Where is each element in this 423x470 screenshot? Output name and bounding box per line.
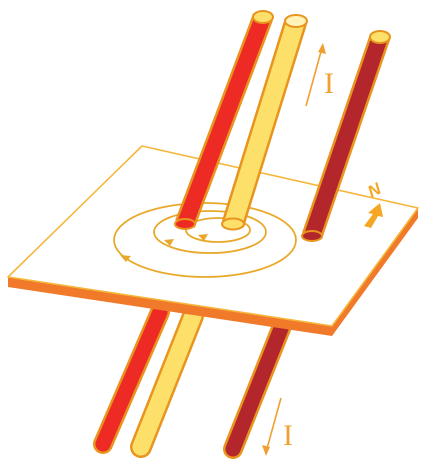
current-arrow-up-icon	[305, 47, 323, 107]
plate-side	[8, 277, 332, 336]
red-wire-top	[252, 10, 274, 24]
field-arrow-icon	[120, 255, 131, 262]
north-arrow-icon	[364, 203, 383, 228]
wires-below-plate	[93, 302, 292, 459]
wires-above-plate	[174, 10, 391, 242]
field-lines	[113, 202, 297, 278]
field-line-middle	[153, 210, 267, 254]
field-line-outer	[113, 202, 297, 278]
field-arrow-icon	[198, 234, 208, 241]
current-indicator-top: I	[305, 43, 334, 107]
current-label-bottom: I	[283, 419, 293, 452]
darkred-wire-top	[369, 30, 391, 44]
field-arrow-icon	[164, 239, 174, 246]
plate	[7, 145, 419, 336]
plate-top	[7, 145, 419, 327]
current-label-top: I	[324, 67, 334, 100]
field-line-inner	[185, 217, 251, 243]
current-indicator-bottom: I	[262, 397, 293, 456]
current-arrow-down-icon	[265, 397, 282, 453]
yellow-wire-top	[284, 14, 308, 28]
field-arrows	[120, 234, 208, 262]
